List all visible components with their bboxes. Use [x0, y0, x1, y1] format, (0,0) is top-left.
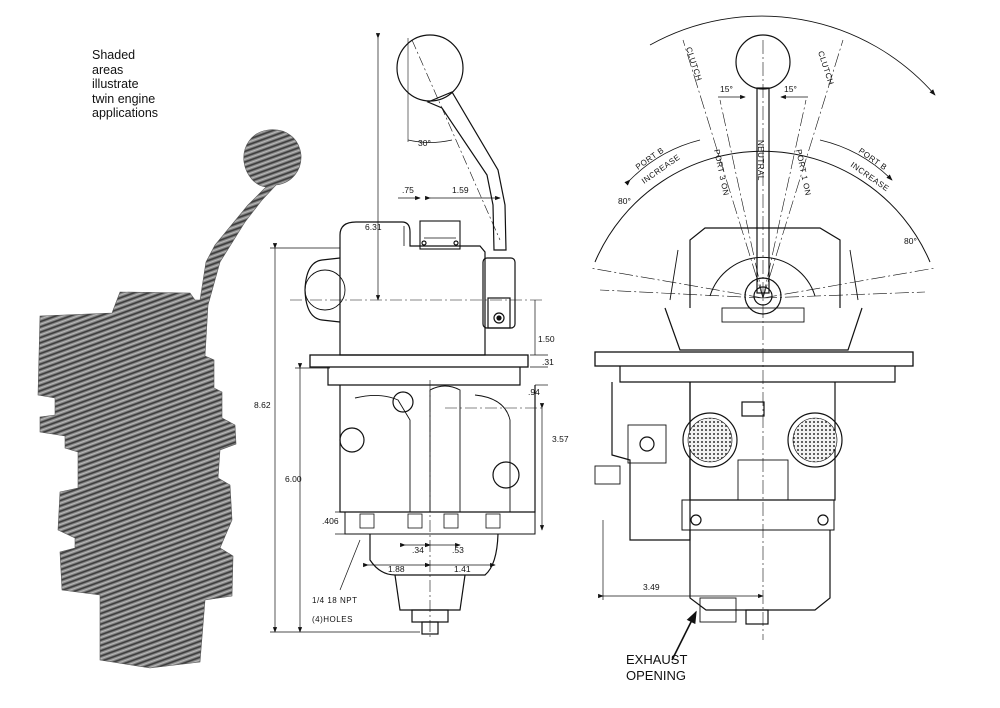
exhaust-opening-label: EXHAUST OPENING	[626, 652, 687, 684]
side-knob	[396, 34, 464, 102]
clutch-right-label: CLUTCH	[816, 50, 836, 86]
note-line-1: Shaded	[92, 48, 136, 62]
side-view-dimensions	[270, 33, 548, 633]
angle-15-right: 15°	[784, 84, 797, 94]
note-line-2: areas	[92, 62, 124, 77]
note-line-5: applications	[92, 106, 159, 120]
dim-141: 1.41	[454, 564, 471, 574]
port-right	[787, 412, 843, 468]
outer-clutch-arc	[649, 15, 936, 96]
dim-188: 1.88	[388, 564, 405, 574]
angle-80-right: 80°	[904, 236, 917, 246]
side-lever	[426, 91, 507, 251]
exhaust-line-2: OPENING	[626, 668, 686, 683]
dim-150: 1.50	[538, 334, 555, 344]
front-view-dimensions	[598, 94, 808, 600]
front-flange	[594, 351, 914, 367]
dim-053: .53	[452, 545, 464, 555]
dim-357: 3.57	[552, 434, 569, 444]
side-housing	[339, 221, 486, 356]
dim-349: 3.49	[643, 582, 660, 592]
port-left	[682, 412, 738, 468]
port-3-on-label: PORT 3 ON	[712, 149, 731, 197]
dim-159: 1.59	[452, 185, 469, 195]
side-view-dimension-labels: 30° .75 1.59 6.31 1.50 .31 .94 8.62 3.57…	[254, 138, 569, 624]
outer-80deg-arc	[594, 150, 931, 263]
dim-631: 6.31	[365, 222, 382, 232]
clutch-left-label: CLUTCH	[684, 46, 704, 82]
front-dome	[689, 227, 841, 308]
angle-80-left: 80°	[618, 196, 631, 206]
neutral-label: NEUTRAL	[756, 140, 765, 181]
angle-15-left: 15°	[720, 84, 733, 94]
dim-600: 6.00	[285, 474, 302, 484]
side-flange	[309, 354, 529, 368]
holes-label: (4)HOLES	[312, 615, 353, 624]
shaded-areas-note: Shaded areas illustrate twin engine appl…	[92, 48, 158, 121]
dim-075: .75	[402, 185, 414, 195]
dim-862: 8.62	[254, 400, 271, 410]
dim-0406: .406	[322, 516, 339, 526]
dim-034: .34	[412, 545, 424, 555]
dim-094: .94	[528, 387, 540, 397]
note-line-3: illustrate	[92, 77, 139, 91]
side-view	[290, 34, 545, 640]
shaded-silhouette	[37, 129, 302, 669]
front-view	[589, 15, 936, 661]
front-view-labels: CLUTCH CLUTCH 15° 15° PORT B INCREASE PO…	[618, 46, 917, 592]
dim-031: .31	[542, 357, 554, 367]
exhaust-line-1: EXHAUST	[626, 652, 688, 667]
npt-label: 1/4 18 NPT	[312, 596, 357, 605]
side-body	[339, 385, 536, 513]
note-line-4: twin engine	[92, 91, 156, 106]
dim-30deg: 30°	[418, 138, 431, 148]
